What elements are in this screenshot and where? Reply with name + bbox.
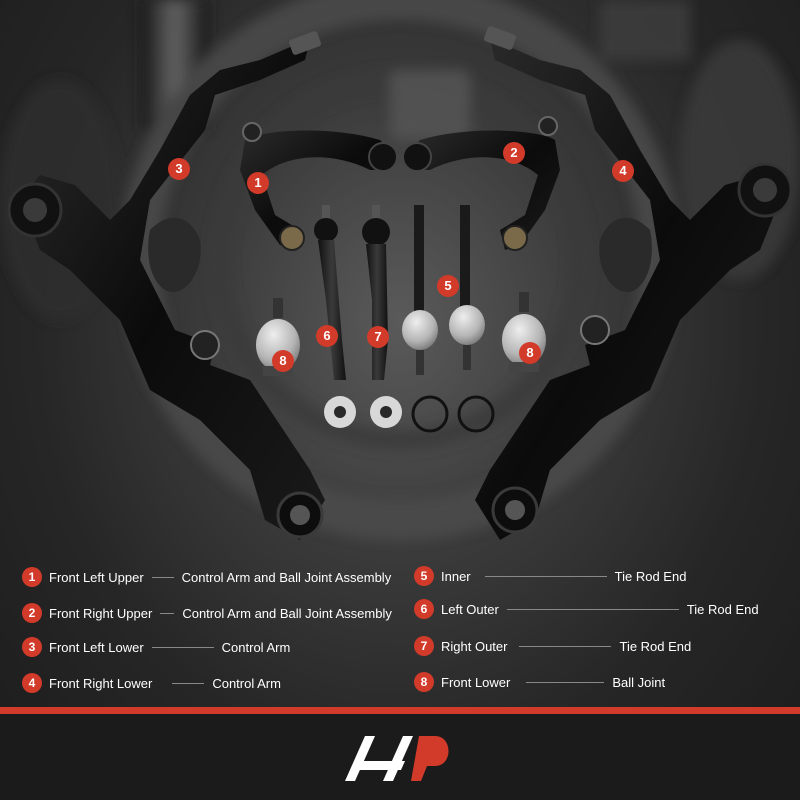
legend-number: 8 xyxy=(414,672,434,692)
front-left-upper-control-arm xyxy=(240,122,398,251)
legend-label: Inner xyxy=(441,568,471,584)
legend-connector xyxy=(151,646,214,648)
callout-badge: 6 xyxy=(316,325,338,347)
legend-number: 1 xyxy=(22,567,42,587)
legend-connector xyxy=(172,682,205,684)
legend-item: 2 Front Right Upper Control Arm and Ball… xyxy=(22,603,392,623)
parts-legend: 1 Front Left Upper Control Arm and Ball … xyxy=(0,560,800,708)
washers-and-snap-rings xyxy=(324,395,495,433)
legend-connector xyxy=(519,645,612,647)
legend-value: Control Arm xyxy=(212,675,281,691)
legend-value: Control Arm and Ball Joint Assembly xyxy=(182,605,392,621)
legend-label: Front Left Lower xyxy=(49,639,144,655)
front-lower-ball-joint xyxy=(256,292,546,376)
legend-value: Tie Rod End xyxy=(614,568,687,584)
legend-number: 7 xyxy=(414,636,434,656)
legend-value: Control Arm xyxy=(221,639,291,655)
legend-connector xyxy=(526,681,605,683)
legend-item: 1 Front Left Upper Control Arm and Ball … xyxy=(22,567,391,587)
right-outer-tie-rod-end xyxy=(362,205,390,380)
footer xyxy=(0,714,800,800)
legend-value: Tie Rod End xyxy=(686,601,759,617)
callout-badge: 8 xyxy=(272,350,294,372)
legend-number: 6 xyxy=(414,599,434,619)
front-left-lower-control-arm xyxy=(7,31,325,540)
legend-value: Control Arm and Ball Joint Assembly xyxy=(181,569,392,585)
callout-badge: 2 xyxy=(503,142,525,164)
legend-number: 2 xyxy=(22,603,42,623)
legend-item: 3 Front Left Lower Control Arm xyxy=(22,637,290,657)
legend-label: Front Right Lower xyxy=(49,675,153,691)
legend-number: 5 xyxy=(414,566,434,586)
legend-label: Front Lower xyxy=(441,674,511,690)
brand-logo xyxy=(345,736,449,781)
legend-label: Left Outer xyxy=(441,601,499,617)
legend-connector xyxy=(151,576,174,578)
legend-item: 6 Left Outer Tie Rod End xyxy=(414,599,759,619)
front-right-lower-control-arm xyxy=(475,26,793,540)
legend-number: 4 xyxy=(22,673,42,693)
front-right-upper-control-arm xyxy=(402,116,560,251)
accent-divider xyxy=(0,707,800,714)
legend-item: 4 Front Right Lower Control Arm xyxy=(22,673,281,693)
callout-badge: 5 xyxy=(437,275,459,297)
legend-label: Front Left Upper xyxy=(49,569,144,585)
legend-item: 7 Right Outer Tie Rod End xyxy=(414,636,691,656)
legend-label: Front Right Upper xyxy=(49,605,153,621)
callout-badge: 4 xyxy=(612,160,634,182)
legend-value: Ball Joint xyxy=(612,674,666,690)
legend-value: Tie Rod End xyxy=(619,638,692,654)
legend-connector xyxy=(160,612,175,614)
legend-label: Right Outer xyxy=(441,638,508,654)
legend-item: 8 Front Lower Ball Joint xyxy=(414,672,665,692)
left-outer-tie-rod-end xyxy=(314,205,346,380)
legend-number: 3 xyxy=(22,637,42,657)
legend-item: 5 Inner Tie Rod End xyxy=(414,566,686,586)
callout-badge: 8 xyxy=(519,342,541,364)
suspension-kit-parts xyxy=(7,26,793,540)
callout-badge: 1 xyxy=(247,172,269,194)
legend-connector xyxy=(484,575,607,577)
callout-badge: 3 xyxy=(168,158,190,180)
callout-badge: 7 xyxy=(367,326,389,348)
legend-connector xyxy=(506,608,679,610)
inner-tie-rod xyxy=(402,205,485,375)
